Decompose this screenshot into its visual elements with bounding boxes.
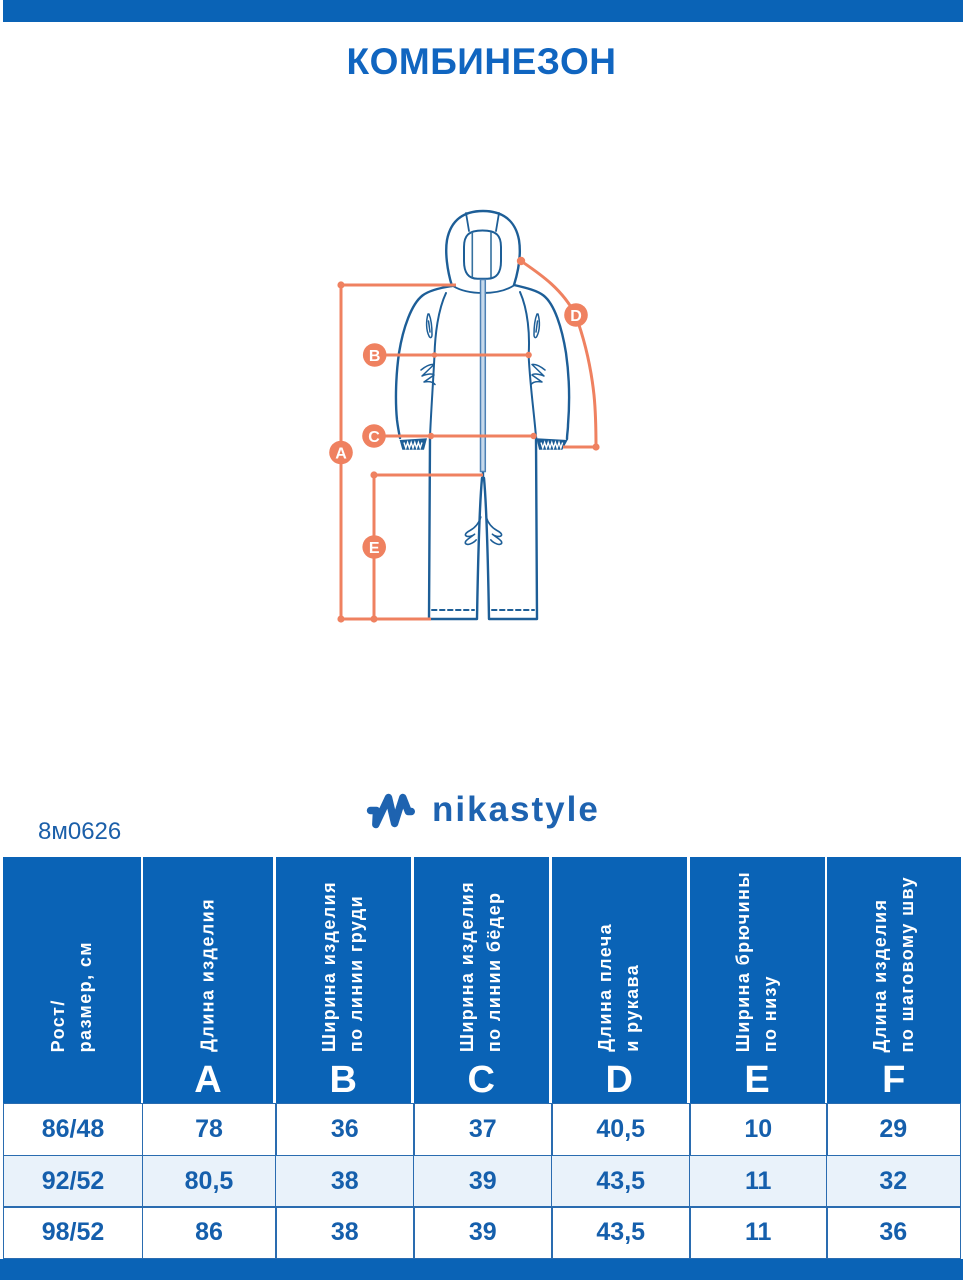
svg-text:C: C <box>368 429 380 446</box>
svg-text:B: B <box>369 348 381 365</box>
svg-text:A: A <box>335 446 347 463</box>
svg-text:D: D <box>570 308 582 325</box>
svg-text:E: E <box>369 540 380 557</box>
